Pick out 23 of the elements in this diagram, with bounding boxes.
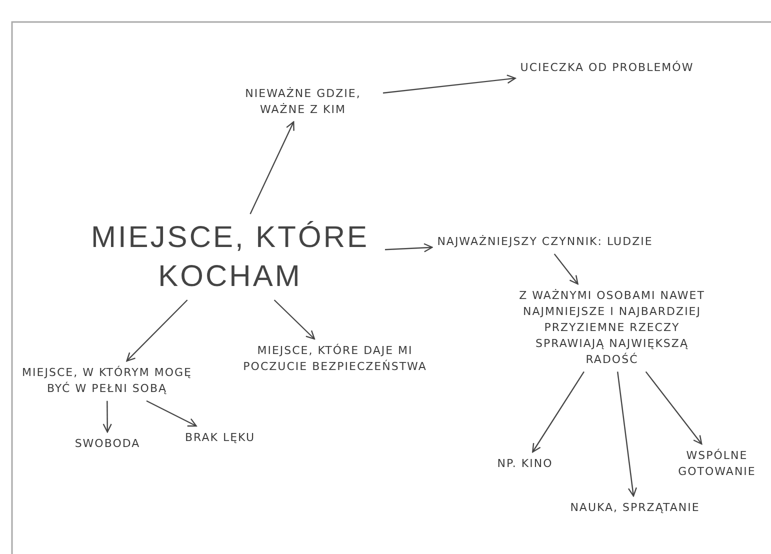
topic-text: NAJWAŻNIEJSZY CZYNNIK: LUDZIE (437, 234, 653, 250)
arrow (274, 300, 316, 340)
arrow (382, 74, 516, 94)
arrow (617, 372, 638, 497)
topic-text: UCIECZKA OD PROBLEMÓW (520, 60, 694, 76)
arrow (384, 243, 433, 252)
topic-text: MIEJSCE, KTÓRE DAJE MI POCZUCIE BEZPIECZEŃSTWA (242, 343, 428, 375)
topic-text: BRAK LĘKU (184, 430, 256, 446)
arrow (554, 254, 578, 285)
topic-text: NIEWAŻNE GDZIE, WAŻNE Z KIM (244, 86, 362, 118)
topic-text: MIEJSCE, W KTÓRYM MOGĘ BYĆ W PEŁNI SOBĄ (22, 365, 192, 397)
arrow (645, 371, 702, 445)
arrow (532, 371, 584, 453)
topic-text: NAUKA, SPRZĄTANIE (570, 500, 700, 516)
arrow (250, 121, 294, 214)
central-topic: MIEJSCE, KTÓRE KOCHAM (90, 220, 370, 295)
topic-text: NP. KINO (497, 456, 553, 472)
arrow (102, 400, 112, 433)
arrow (126, 300, 188, 362)
arrow (146, 400, 197, 427)
topic-text: SWOBODA (74, 436, 140, 452)
topic-text: WSPÓLNE GOTOWANIE (677, 448, 757, 480)
topic-text: Z WAŻNYMI OSOBAMI NAWET NAJMNIEJSZE I NAJBARDZIEJ PRZYZIEMNE RZECZY SPRAWIAJĄ NAJWIĘKSZĄ RADOŚĆ (518, 288, 706, 368)
